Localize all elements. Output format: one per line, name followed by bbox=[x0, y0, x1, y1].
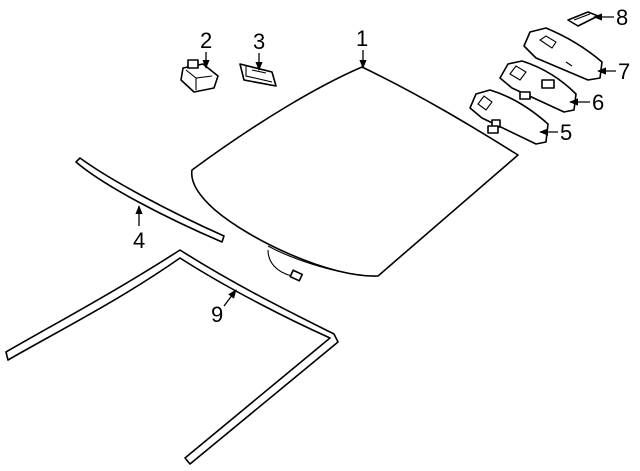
leader-9 bbox=[223, 289, 237, 307]
clip-part bbox=[180, 59, 219, 93]
bracket-part bbox=[239, 63, 277, 87]
callout-1: 1 bbox=[356, 26, 368, 51]
mirror-7 bbox=[523, 27, 603, 81]
upper-molding bbox=[75, 157, 225, 243]
callout-5: 5 bbox=[560, 120, 572, 145]
callout-3: 3 bbox=[253, 29, 265, 54]
mirror-5 bbox=[469, 89, 549, 145]
callout-7: 7 bbox=[618, 59, 630, 84]
leader-arrows bbox=[135, 13, 616, 307]
mirror-6 bbox=[499, 60, 577, 113]
callout-6: 6 bbox=[592, 90, 604, 115]
callout-labels: 1 2 3 4 5 6 7 8 9 bbox=[133, 5, 630, 327]
callout-4: 4 bbox=[133, 228, 145, 253]
callout-8: 8 bbox=[616, 5, 628, 30]
reveal-molding bbox=[5, 249, 339, 465]
windshield-glass bbox=[190, 66, 519, 277]
sensor-part-8 bbox=[567, 11, 599, 27]
callout-2: 2 bbox=[200, 28, 212, 53]
sensor-wire bbox=[267, 249, 304, 282]
callout-9: 9 bbox=[211, 302, 223, 327]
